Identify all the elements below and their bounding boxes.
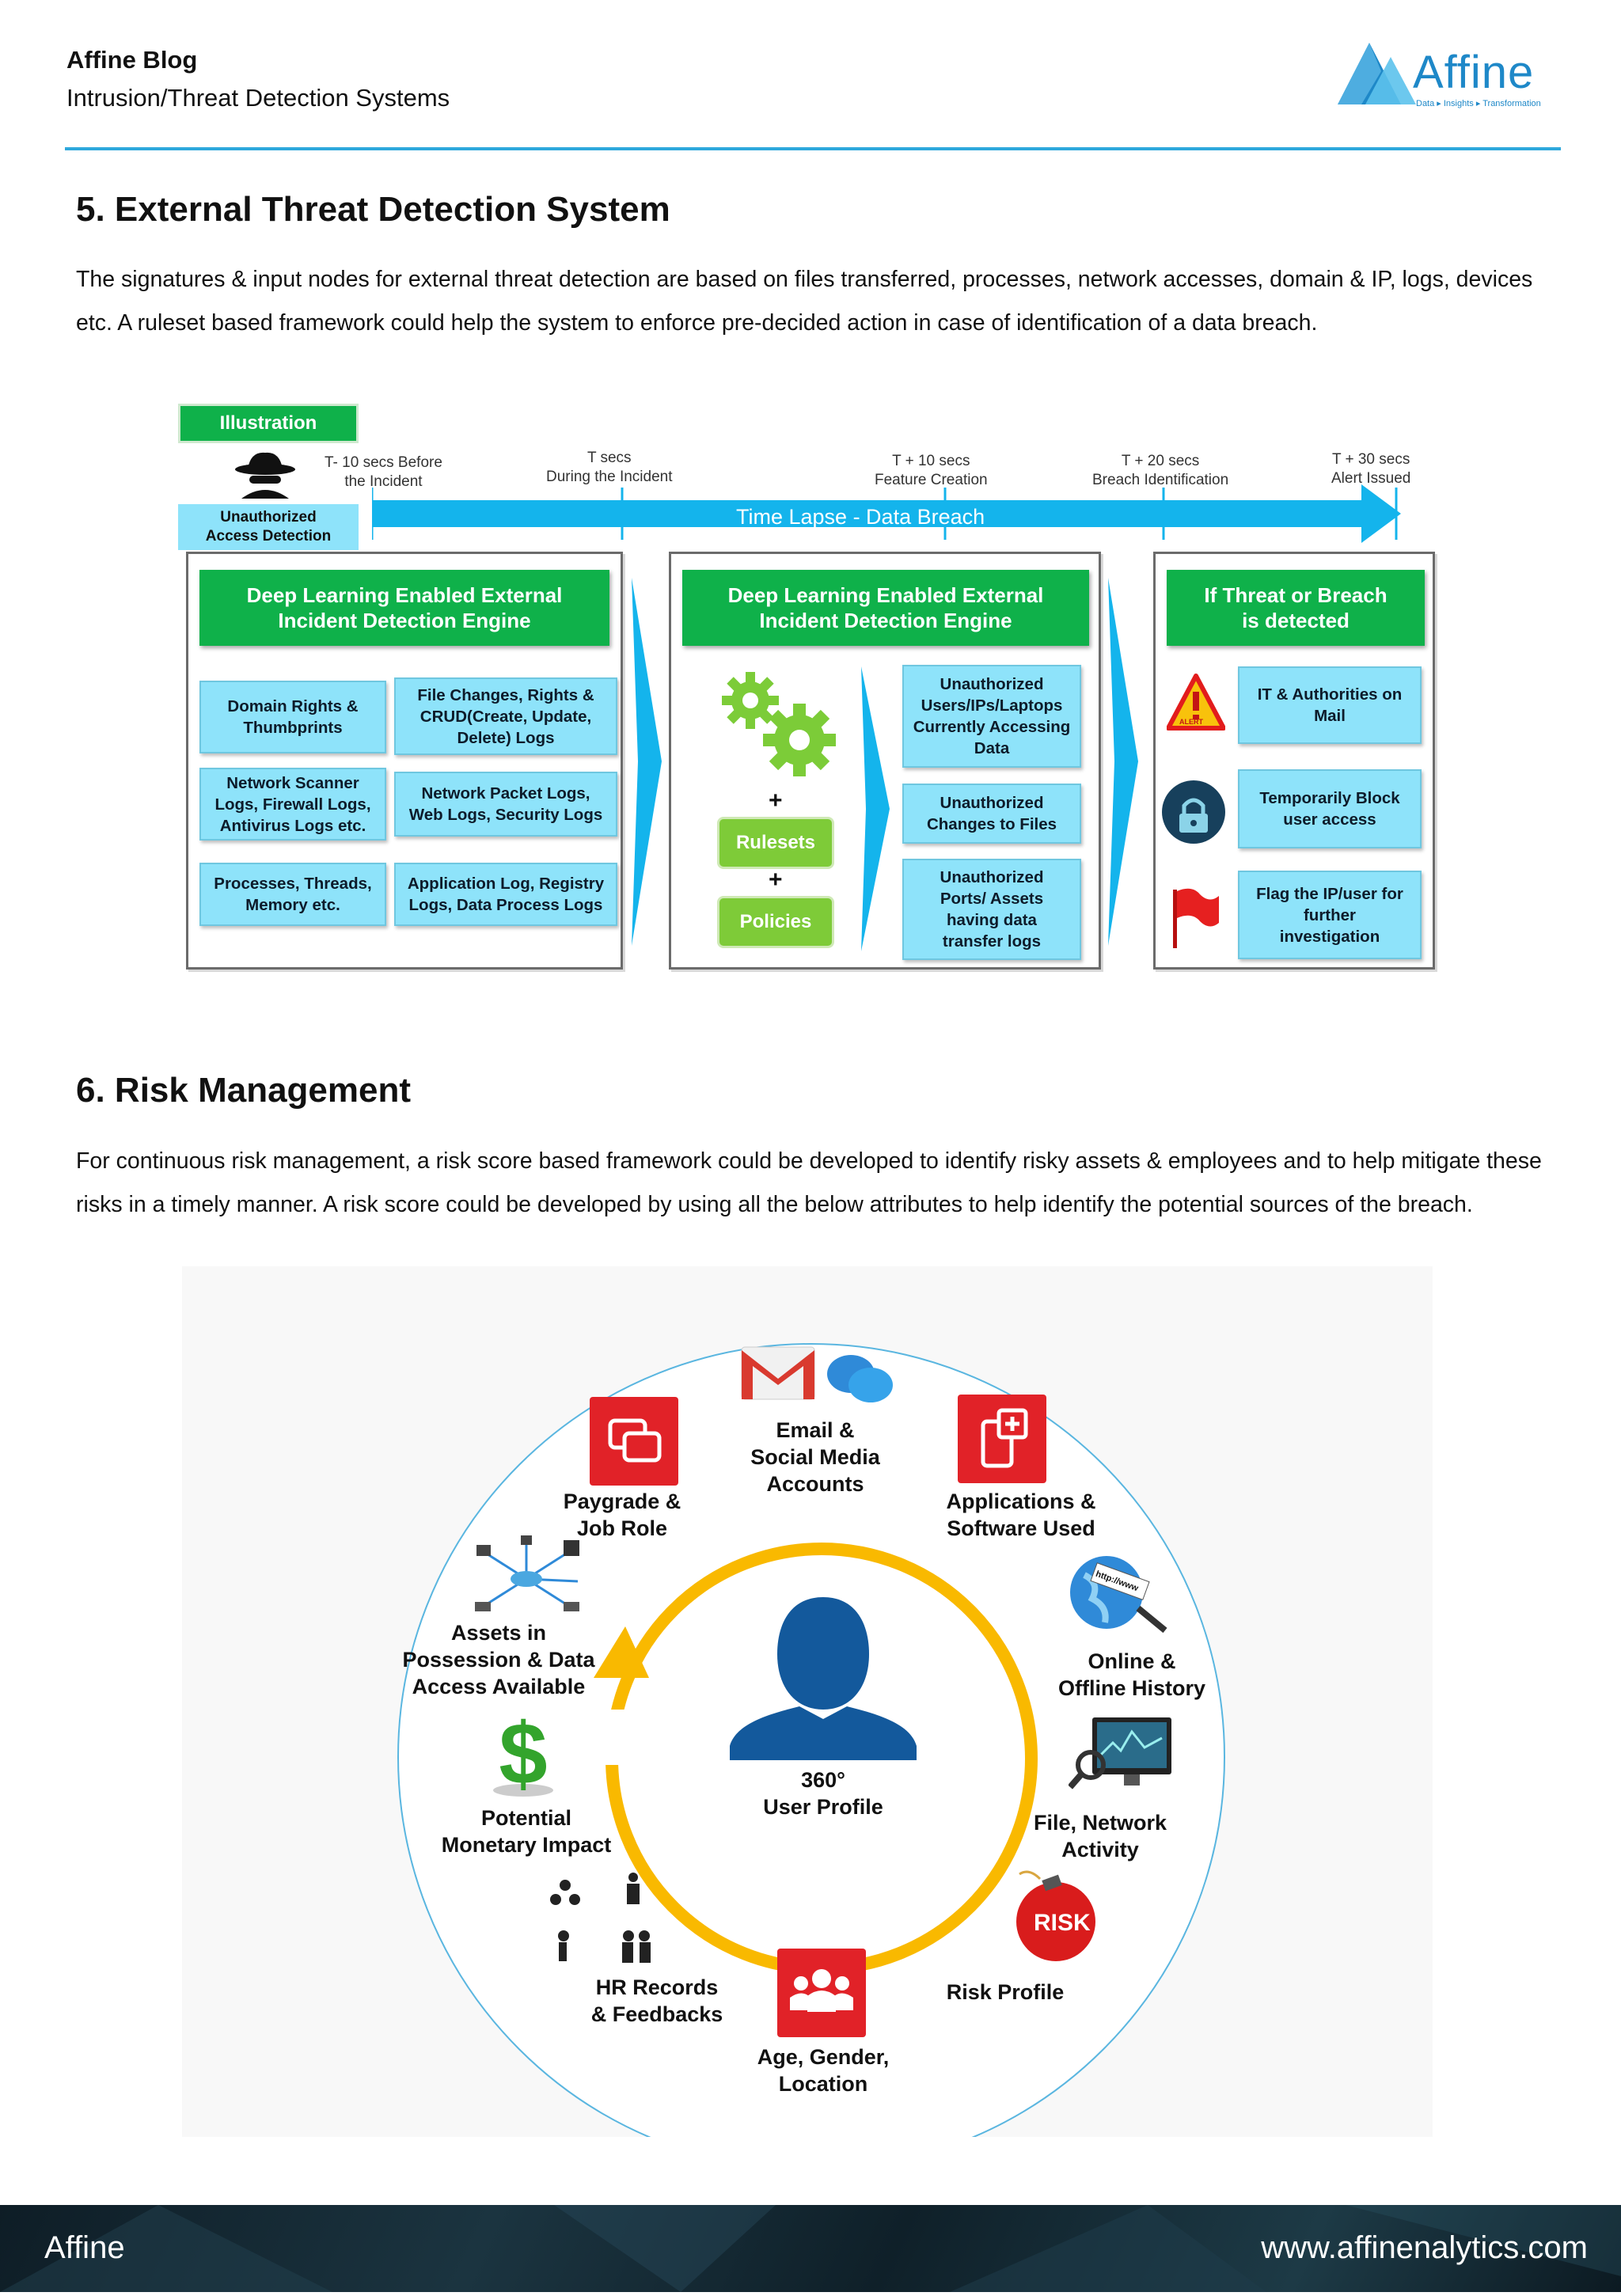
chevron-arrow-2-icon bbox=[1108, 578, 1138, 946]
alert-icon bbox=[1167, 674, 1225, 731]
chevron-inner-icon bbox=[861, 666, 890, 951]
risk-bomb-icon bbox=[1016, 1870, 1095, 1961]
section-6-heading: 6. Risk Management bbox=[76, 1071, 412, 1110]
hr-people-icon bbox=[550, 1873, 651, 1963]
label-risk-profile: Risk Profile bbox=[946, 1980, 1065, 2004]
label-hr-records: HR Records& Feedbacks bbox=[590, 1975, 723, 2026]
gears-icon bbox=[722, 672, 836, 776]
flag-icon bbox=[1173, 888, 1219, 948]
illustration-tag: Illustration bbox=[178, 404, 359, 443]
blog-subtitle: Intrusion/Threat Detection Systems bbox=[66, 84, 450, 112]
label-age-gender: Age, Gender,Location bbox=[757, 2045, 890, 2096]
blog-title: Affine Blog bbox=[66, 46, 198, 74]
section-6-para-line-1: For continuous risk management, a risk s… bbox=[76, 1148, 1542, 1174]
footer-website-link[interactable]: www.affinenalytics.com bbox=[1261, 2230, 1588, 2265]
alert-icon-text: ALERT bbox=[1179, 718, 1203, 726]
policies-pill: Policies bbox=[717, 896, 834, 948]
footer-bar bbox=[0, 2205, 1621, 2292]
external-threat-diagram: Illustration Unauthorized Access Detecti… bbox=[174, 400, 1441, 977]
network-hub-icon bbox=[475, 1535, 579, 1611]
dollar-icon: $ bbox=[493, 1706, 553, 1798]
log-item-domain-rights: Domain Rights &Thumbprints bbox=[199, 681, 386, 753]
footer-pattern bbox=[0, 2205, 1621, 2292]
unauthorized-access-tag: Unauthorized Access Detection bbox=[178, 504, 359, 550]
block-user-icon bbox=[1162, 780, 1225, 844]
header-divider bbox=[65, 147, 1561, 150]
rulesets-pill: Rulesets bbox=[717, 817, 834, 869]
section-5-para-line-1: The signatures & input nodes for externa… bbox=[76, 267, 1533, 292]
unauthorized-line-1: Unauthorized bbox=[220, 509, 317, 526]
email-icon bbox=[741, 1346, 893, 1402]
monitor-magnifier-icon bbox=[1069, 1717, 1171, 1789]
log-item-processes: Processes, Threads,Memory etc. bbox=[199, 863, 386, 926]
mobile-app-icon bbox=[958, 1395, 1046, 1483]
section-5-heading: 5. External Threat Detection System bbox=[76, 190, 670, 229]
label-applications: Applications &Software Used bbox=[946, 1490, 1096, 1540]
plus-sign-2: + bbox=[769, 867, 783, 893]
time-lapse-label: Time Lapse - Data Breach bbox=[736, 505, 985, 529]
people-group-icon bbox=[777, 1949, 866, 2037]
plus-sign-1: + bbox=[769, 787, 783, 814]
section-5-paragraph: The signatures & input nodes for externa… bbox=[76, 258, 1556, 345]
section-6-paragraph: For continuous risk management, a risk s… bbox=[76, 1140, 1556, 1227]
label-online-offline: Online &Offline History bbox=[1057, 1649, 1206, 1700]
label-paygrade: Paygrade &Job Role bbox=[563, 1490, 681, 1540]
globe-icon bbox=[1070, 1556, 1167, 1634]
svg-text:$: $ bbox=[499, 1706, 547, 1798]
unauthorized-line-2: Access Detection bbox=[205, 528, 332, 545]
time-lapse-arrow bbox=[372, 484, 1401, 543]
logo-wordmark: Affine bbox=[1413, 47, 1535, 98]
footer-brand: Affine bbox=[44, 2230, 125, 2265]
label-user-profile: 360°User Profile bbox=[763, 1768, 883, 1819]
chevron-arrow-1-icon bbox=[632, 578, 662, 946]
section-6-para-line-2: risks in a timely manner. A risk score c… bbox=[76, 1192, 1473, 1217]
hacker-icon bbox=[235, 452, 295, 499]
affine-logo-mark bbox=[1338, 43, 1416, 104]
section-5-para-line-2: etc. A ruleset based framework could hel… bbox=[76, 310, 1318, 336]
user-silhouette-icon bbox=[730, 1597, 917, 1760]
risk-circle-graphic bbox=[397, 1343, 1225, 2137]
log-item-network-packet: Network Packet Logs,Web Logs, Security L… bbox=[394, 772, 617, 837]
chat-bubble-icon bbox=[590, 1397, 678, 1486]
risk-profile-diagram: http://www RISK $ bbox=[182, 1266, 1433, 2137]
logo-tagline: Data ▸ Insights ▸ Transformation bbox=[1416, 99, 1541, 108]
affine-logo[interactable]: Affine Data ▸ Insights ▸ Transformation bbox=[1334, 40, 1555, 111]
risk-badge-text: RISK bbox=[1034, 1910, 1091, 1936]
log-item-file-changes: File Changes, Rights &CRUD(Create, Updat… bbox=[394, 677, 617, 755]
